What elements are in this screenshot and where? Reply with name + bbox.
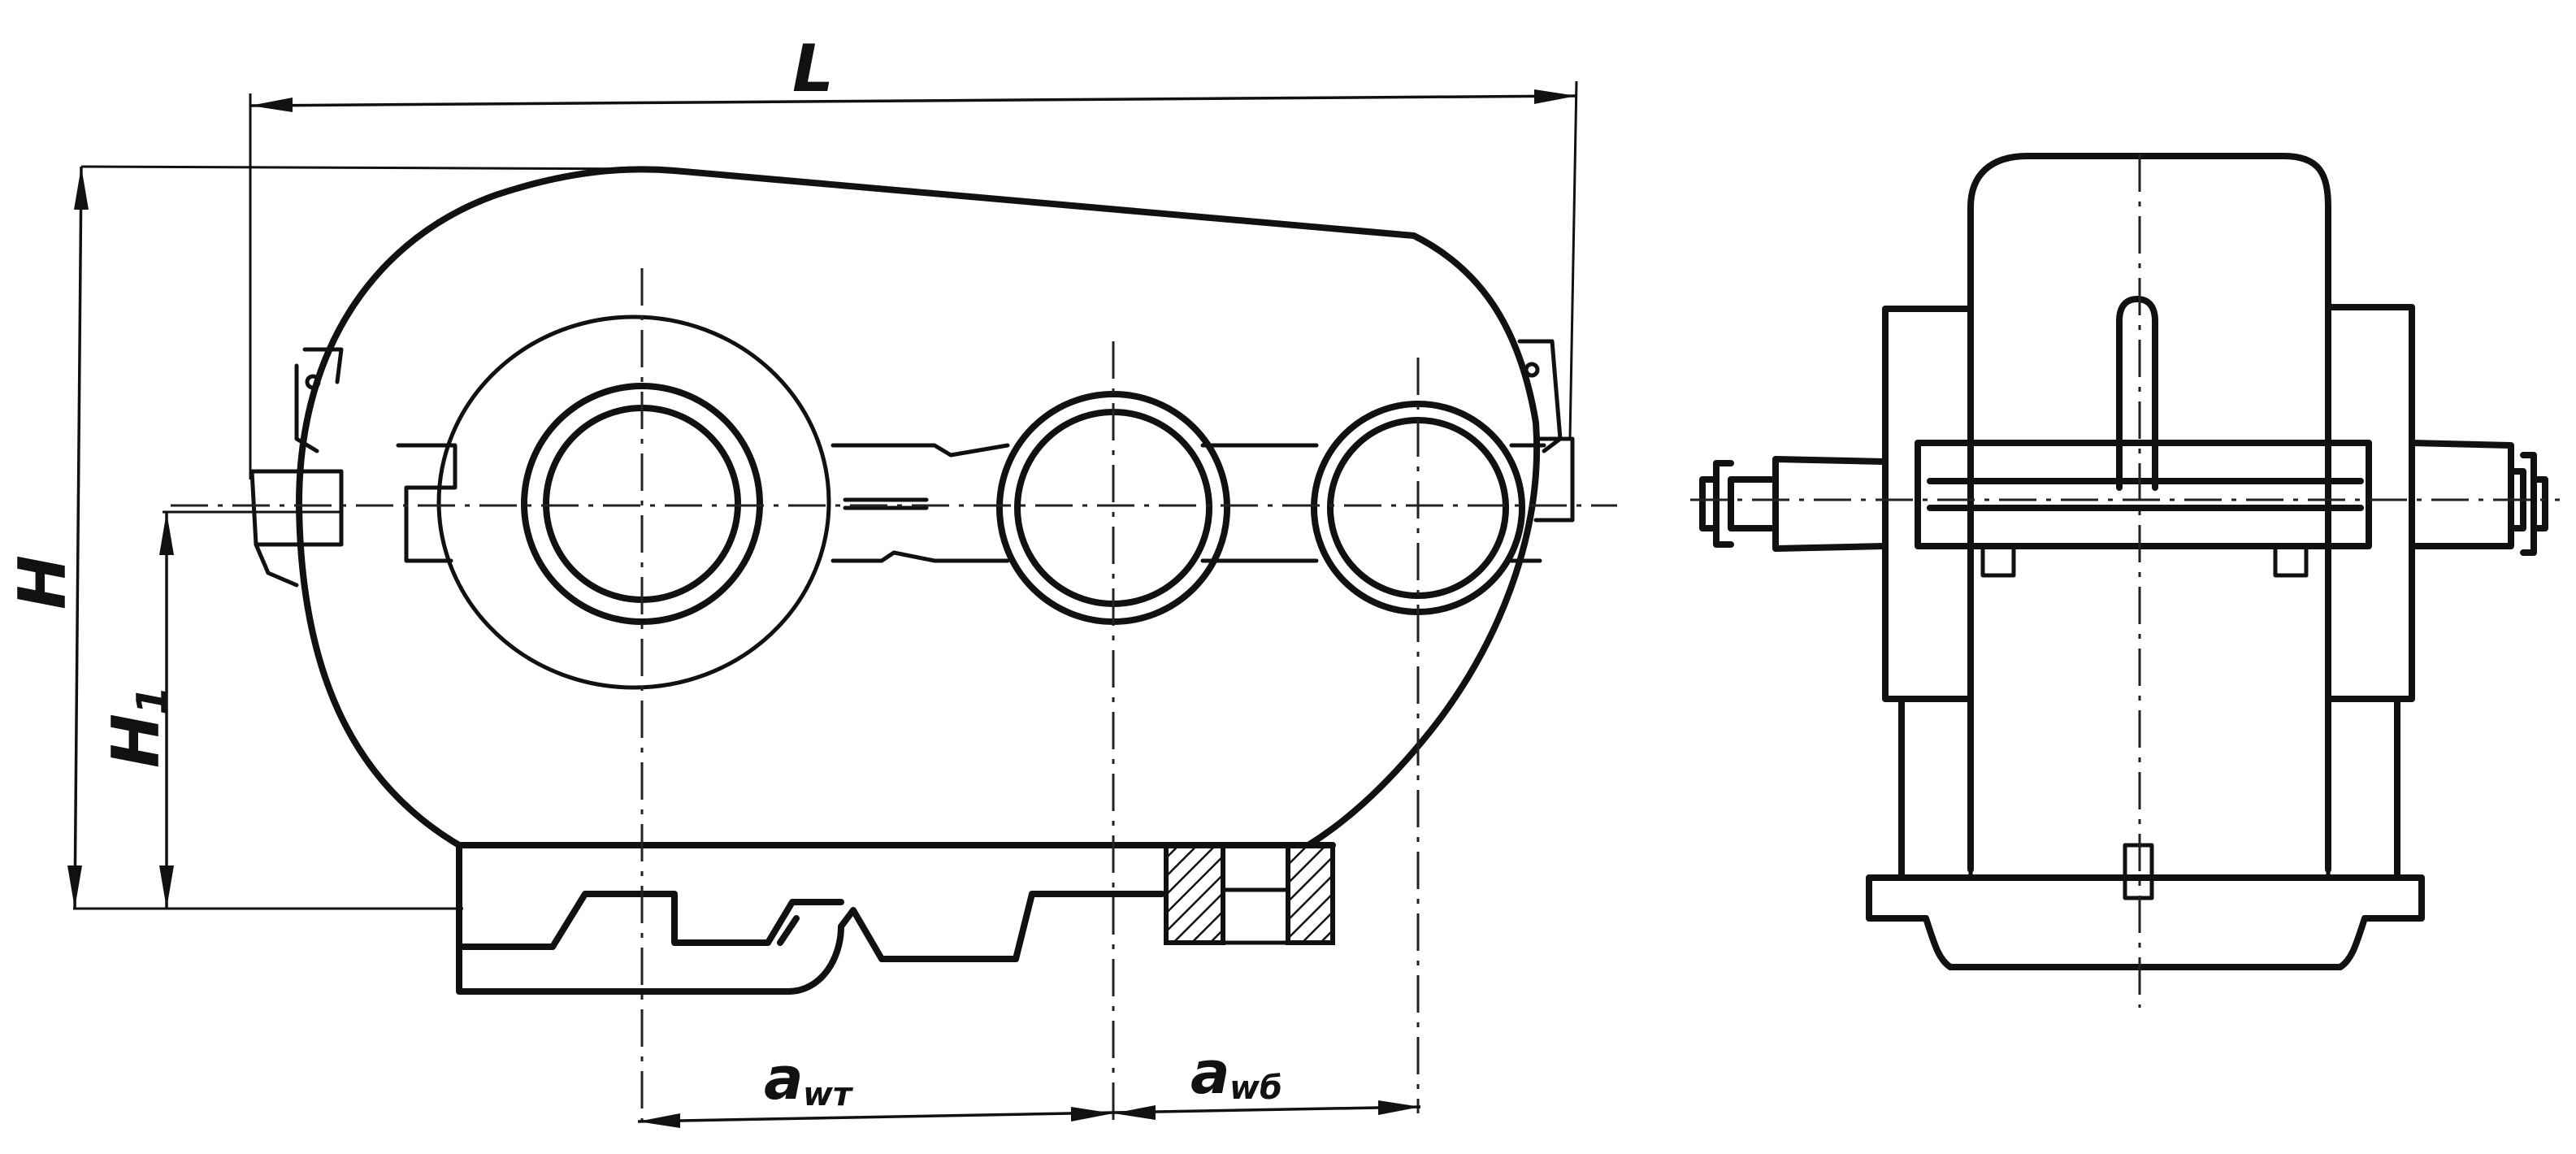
dim-H1-arrow-top [159,512,174,555]
left-lifting-eye [305,374,321,390]
section-hatch-left [1164,843,1225,945]
side-right-shaft [2409,440,2548,556]
dim-H-line [73,166,83,909]
output-boss [436,315,831,690]
label-H1: H [98,714,174,768]
section-bolt-hole [1164,843,1335,945]
dim-awb-arrow-right [1378,1100,1420,1115]
side-base-slot [2123,843,2154,900]
label-H: H [5,555,80,610]
side-inner-lines [1968,696,2331,880]
side-left-shaft [1699,456,1887,552]
right-lifting-eye [1524,362,1540,378]
section-hatch-right [1286,843,1335,945]
label-H1-sub: 1 [128,686,177,715]
label-awt: a [764,1044,804,1113]
front-view: L H H 1 a wт a wб [5,31,1617,1128]
dim-awb-arrow-left [1113,1105,1156,1120]
dim-H-arrow-bottom [67,866,82,909]
side-top-rib [2116,296,2158,491]
dim-awt-arrow-left [638,1113,680,1128]
housing-flange-band [396,443,1546,563]
side-base [1866,874,2425,970]
label-L: L [792,31,834,106]
dim-awt-arrow-right [1071,1107,1113,1121]
label-awt-sub: wт [803,1076,854,1113]
left-bearing-cap [249,347,344,547]
left-lower-lug [254,542,299,588]
side-flange [1915,440,2372,549]
dim-L-ext-right [1568,80,1578,440]
output-bore-outer [521,383,763,625]
side-flange-lugs [1980,544,2309,578]
right-bearing-cap [1517,339,1575,523]
dim-L-line [249,94,1577,107]
dim-H-arrow-top [74,167,89,210]
label-awb-sub: wб [1229,1069,1282,1107]
dim-aw-line [637,1105,1421,1123]
side-right-block [2325,304,2415,881]
dim-L-arrow-right [1534,89,1576,104]
label-awb: a [1190,1039,1230,1107]
dim-H-ext-top [80,165,675,171]
side-cover [1967,153,2331,873]
side-left-block [1882,306,1974,881]
dim-L-arrow-left [250,98,293,112]
side-view [1690,153,2560,1008]
dim-H1-arrow-bottom [159,866,174,909]
